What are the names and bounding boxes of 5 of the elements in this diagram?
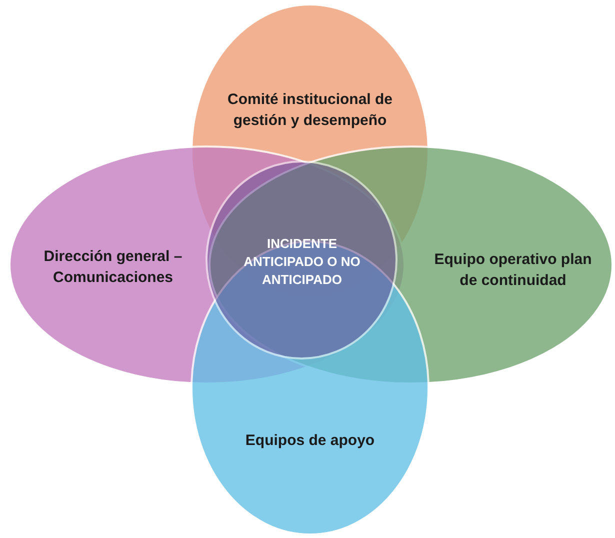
ellipse-label: INCIDENTE ANTICIPADO O NO ANTICIPADO (242, 235, 362, 289)
ellipse-label: Dirección general – Comunicaciones (42, 247, 184, 288)
ellipse-label: Equipo operativo plan de continuidad (433, 250, 593, 291)
ellipse-label: Equipos de apoyo (245, 430, 375, 451)
ellipse-label: Comité institucional de gestión y desempeño (226, 90, 394, 131)
